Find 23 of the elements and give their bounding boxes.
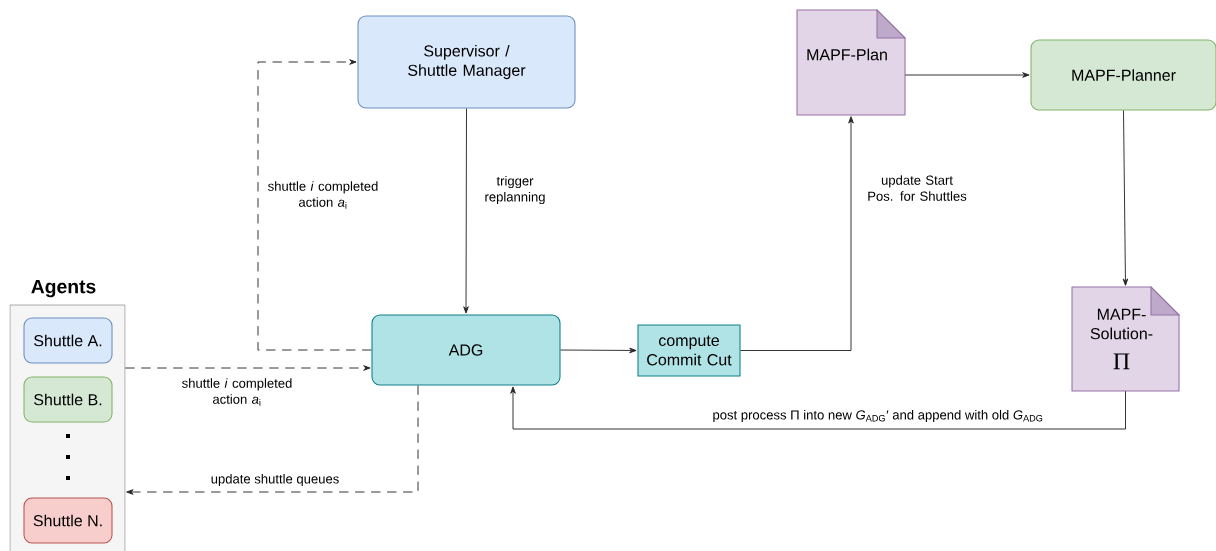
edge-label: shuttle i completed action a$_{i}$ [182,378,292,406]
shuttle-box: Shuttle N. [23,497,113,544]
arrow [1122,110,1129,286]
arrow [463,108,469,314]
edge-label: update Start Pos. for Shuttles [868,175,967,201]
process-box: MAPF-Planner [1030,39,1216,111]
arrow [124,365,371,371]
edge-label: trigger replanning [485,175,545,205]
arrow [510,386,1126,430]
shuttle-box: Shuttle B. [23,376,113,423]
edge-label: post process Π into new G$_{ADG}$′ and append with old G$_{ADG}$ [713,409,1043,423]
arrow [740,116,854,351]
manager-box: Supervisor / Shuttle Manager [357,15,576,109]
arrow [126,385,419,495]
process-box: compute Commit Cut [637,324,741,377]
arrow [560,347,637,354]
node-label: Agents [31,279,96,298]
shuttle-box: Shuttle A. [23,317,113,364]
edge-label: update shuttle queues [211,473,339,487]
arrow [257,59,372,351]
process-box: ADG [371,314,561,386]
arrow [904,72,1030,78]
edge-label: shuttle i completed action a$_{i}$ [268,181,378,209]
